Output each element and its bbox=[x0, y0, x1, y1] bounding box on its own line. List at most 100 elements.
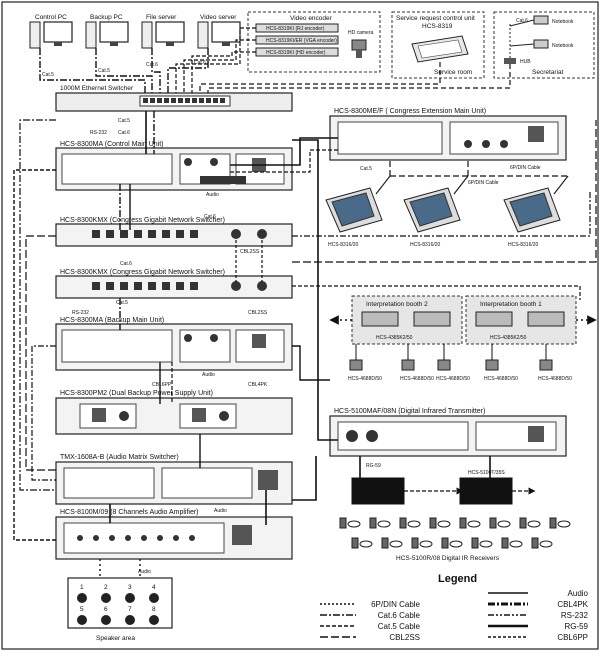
ir-radiators: HCS-5100T/35S bbox=[351, 470, 513, 505]
interpretation-booths: Interpretation booth 2 HCS-4385K2/50 Int… bbox=[348, 295, 577, 382]
headphone-icon bbox=[449, 540, 463, 548]
legend-left-1: 6P/DIN Cable bbox=[371, 600, 420, 609]
headphone-icon bbox=[527, 520, 541, 528]
speaker-number: 3 bbox=[128, 584, 132, 591]
speaker-icon bbox=[77, 593, 87, 603]
control-main-unit: HCS-8300MA (Control Main Unit) bbox=[55, 141, 293, 191]
gigabit-switch-2: HCS-8300KMX (Congress Gigabit Network Sw… bbox=[55, 269, 293, 299]
speaker-icon bbox=[101, 593, 111, 603]
speaker-icon bbox=[125, 593, 135, 603]
headphone-label-4: HCS-4688D/50 bbox=[484, 376, 518, 382]
receiver-icon bbox=[399, 517, 407, 529]
receiver-icon bbox=[519, 517, 527, 529]
ext-din-tag-2: 6P/DIN Cable bbox=[468, 180, 499, 186]
encoder-row-1: HCS-8319KI (RJ encoder) bbox=[266, 26, 325, 32]
tag-cat5-d: Cat.5 bbox=[360, 166, 372, 172]
headphone-icon bbox=[557, 520, 571, 528]
speaker-area-label: Speaker area bbox=[96, 635, 135, 642]
notebook-label-1: Notebook bbox=[552, 19, 574, 25]
delegate-units: HCS-8316/20 HCS-8316/20 HCS-8316/20 bbox=[325, 175, 569, 248]
tag-cat6-d: Cat.6 bbox=[204, 214, 216, 220]
legend-left-3: Cat.5 Cable bbox=[378, 622, 421, 631]
receivers-label: HCS-5100R/08 Digital IR Receivers bbox=[396, 555, 500, 562]
speaker-audio-tag: Audio bbox=[138, 569, 151, 575]
headphone-label-1: HCS-4688D/50 bbox=[348, 376, 382, 382]
tag-audio-a: Audio bbox=[206, 192, 219, 198]
legend-title: Legend bbox=[438, 573, 477, 585]
headphone-icon bbox=[359, 540, 373, 548]
extension-main-unit: HCS-8300ME/F ( Congress Extension Main U… bbox=[329, 108, 567, 186]
tag-audio-b: Audio bbox=[202, 372, 215, 378]
headphone-icon bbox=[389, 540, 403, 548]
tag-cat5-a: Cat.5 bbox=[42, 72, 54, 78]
headphone-row: HCS-4688D/50 HCS-4688D/50 HCS-4688D/50 H… bbox=[348, 359, 572, 382]
headphone-icon bbox=[419, 540, 433, 548]
booth-1-title: Interpretation booth 1 bbox=[480, 301, 542, 308]
delegate-unit: HCS-8316/20 bbox=[325, 175, 391, 248]
speaker-number: 7 bbox=[128, 606, 132, 613]
legend-left-4: CBL2SS bbox=[389, 633, 420, 642]
hd-camera-label: HD camera bbox=[348, 30, 374, 36]
radiator-2 bbox=[459, 477, 513, 505]
booth-1: Interpretation booth 1 HCS-4385K2/50 bbox=[465, 295, 577, 345]
headphone-icon bbox=[437, 520, 451, 528]
speaker-number: 1 bbox=[80, 584, 84, 591]
label-control-pc: Control PC bbox=[35, 14, 67, 21]
notebook-icon bbox=[533, 15, 549, 25]
speaker-icon bbox=[125, 615, 135, 625]
receiver-icon bbox=[459, 517, 467, 529]
headphone-label-2: HCS-4688D/50 bbox=[400, 376, 434, 382]
receiver-icon bbox=[351, 537, 359, 549]
tag-cat5-e: Cat.5 bbox=[116, 300, 128, 306]
switcher-title: 1000M Ethernet Switcher bbox=[60, 85, 134, 92]
tag-cat6-b: Cat.6 bbox=[194, 60, 206, 66]
service-title: Service request control unit bbox=[396, 15, 475, 22]
receiver-icon bbox=[531, 537, 539, 549]
pc-file-server: File server bbox=[141, 14, 185, 49]
legend: Legend 6P/DIN Cable Cat.6 Cable Cat.5 Ca… bbox=[302, 566, 594, 646]
tag-cat6-c: Cat.6 bbox=[118, 130, 130, 136]
radiator-label: HCS-5100T/35S bbox=[468, 470, 505, 476]
pc-video-server: Video server bbox=[197, 14, 241, 49]
secretariat-label: Secretariat bbox=[532, 69, 564, 76]
headphone-icon bbox=[467, 520, 481, 528]
tag-cat6-a: Cat.6 bbox=[146, 62, 158, 68]
pc-backup: Backup PC bbox=[85, 14, 129, 49]
cable-tags: Cat.5 Cat.5 Cat.6 Cat.6 Cat.5 RS-232 Cat… bbox=[42, 60, 372, 514]
legend-right-1: Audio bbox=[568, 589, 589, 598]
ir-receivers: HCS-5100R/08 Digital IR Receivers bbox=[339, 517, 571, 562]
service-model: HCS-8319 bbox=[422, 23, 453, 30]
speaker-icon bbox=[149, 593, 159, 603]
tag-rs232-b: RS-232 bbox=[72, 310, 89, 316]
speaker-number: 8 bbox=[152, 606, 156, 613]
speaker-number: 6 bbox=[104, 606, 108, 613]
ethernet-switcher: 1000M Ethernet Switcher bbox=[55, 85, 293, 112]
power-supply-unit: HCS-8300PM2 (Dual Backup Power Supply Un… bbox=[55, 390, 293, 435]
amplifier-title: HCS-8100M/09 (8 Channels Audio Amplifier… bbox=[60, 509, 199, 516]
booth-1-model: HCS-4385K2/50 bbox=[490, 335, 527, 341]
secretariat-group: Cat.6 Notebook Notebook HUB Secretariat bbox=[493, 11, 595, 79]
legend-right-3: RS-232 bbox=[561, 611, 589, 620]
headphone-icon bbox=[347, 520, 361, 528]
tag-cat5-c: Cat.5 bbox=[118, 118, 130, 124]
extension-title: HCS-8300ME/F ( Congress Extension Main U… bbox=[334, 108, 486, 115]
backup-main-unit: HCS-8300MA (Backup Main Unit) bbox=[55, 317, 293, 371]
gigabit-1-title: HCS-8300KMX (Congress Gigabit Network Sw… bbox=[60, 217, 225, 224]
notebook-icon bbox=[533, 39, 549, 49]
label-file-server: File server bbox=[146, 14, 177, 21]
hd-camera-icon bbox=[351, 39, 367, 51]
receiver-icon bbox=[501, 537, 509, 549]
service-request-group: Service request control unit HCS-8319 Se… bbox=[391, 11, 485, 79]
audio-matrix-title: TMX-1608A-B (Audio Matrix Switcher) bbox=[60, 454, 179, 461]
legend-right-2: CBL4PK bbox=[557, 600, 588, 609]
audio-matrix-unit: TMX-1608A-B (Audio Matrix Switcher) bbox=[55, 454, 293, 505]
legend-right-5: CBL6PP bbox=[557, 633, 588, 642]
label-video-server: Video server bbox=[200, 14, 237, 21]
receiver-icon bbox=[489, 517, 497, 529]
tag-cbl2ss-b: CBL2SS bbox=[248, 310, 268, 316]
legend-left-2: Cat.6 Cable bbox=[378, 611, 421, 620]
tag-cat6-e: Cat.6 bbox=[120, 261, 132, 267]
tag-audio-c: Audio bbox=[214, 508, 227, 514]
